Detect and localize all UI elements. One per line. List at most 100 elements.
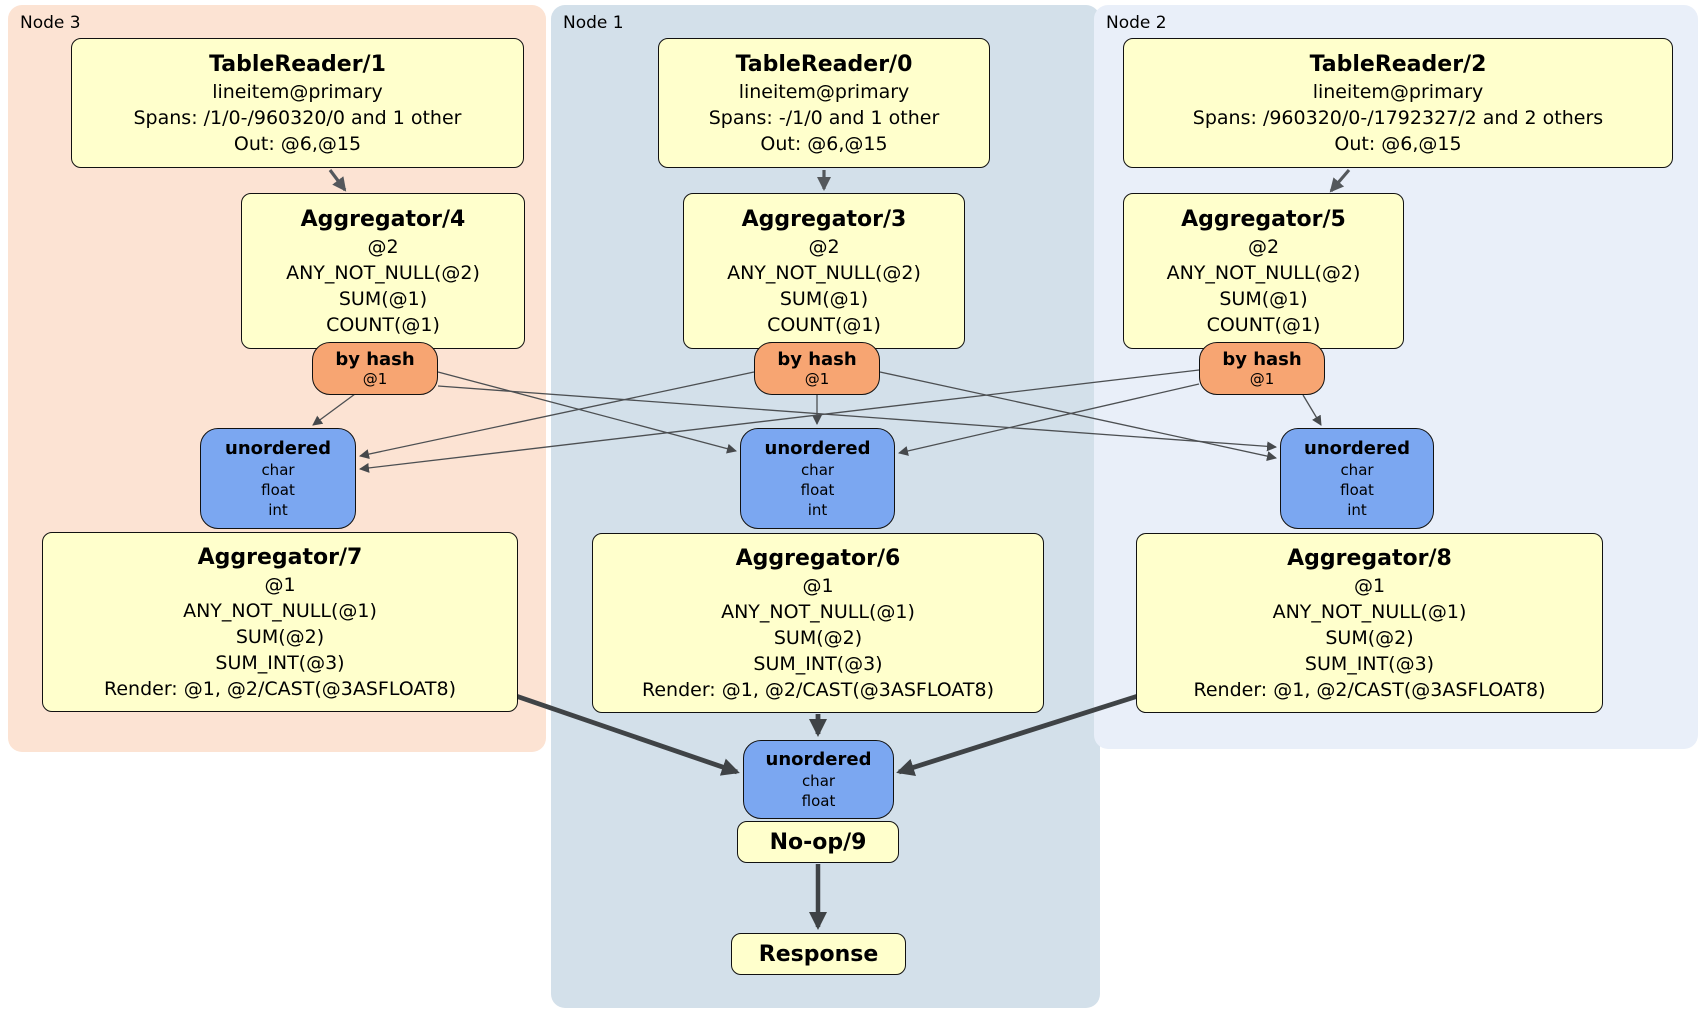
processor-tablereader-1: TableReader/1 lineitem@primary Spans: /1… <box>71 38 524 168</box>
agg-fn: SUM_INT(@3) <box>753 652 883 675</box>
node2-label: Node 2 <box>1106 13 1167 33</box>
agg-fn: COUNT(@1) <box>767 313 881 336</box>
agg-fn: SUM(@2) <box>773 626 863 649</box>
processor-out: Out: @6,@15 <box>1334 132 1462 155</box>
agg-render: Render: @1, @2/CAST(@3ASFLOAT8) <box>104 677 456 700</box>
processor-title: Aggregator/5 <box>1181 206 1346 232</box>
edge-hash5-un2 <box>1302 394 1322 426</box>
processor-title: TableReader/1 <box>209 51 386 77</box>
processor-aggregator-8: Aggregator/8 @1 ANY_NOT_NULL(@1) SUM(@2)… <box>1136 533 1603 713</box>
agg-fn: COUNT(@1) <box>1206 313 1321 336</box>
router-key: @1 <box>362 370 388 388</box>
agg-fn: ANY_NOT_NULL(@1) <box>1272 600 1467 623</box>
agg-fn: ANY_NOT_NULL(@2) <box>1166 261 1361 284</box>
edge-hash5-un1 <box>898 383 1200 456</box>
edge-hash4-un3 <box>312 393 356 426</box>
sync-col-type: int <box>268 501 288 519</box>
unordered-sync-merge: unordered char float <box>743 740 894 819</box>
agg-fn: COUNT(@1) <box>326 313 440 336</box>
router-type: by hash <box>777 349 857 370</box>
router-key: @1 <box>1249 370 1275 388</box>
processor-aggregator-6: Aggregator/6 @1 ANY_NOT_NULL(@1) SUM(@2)… <box>592 533 1044 713</box>
processor-spans: Spans: -/1/0 and 1 other <box>708 106 940 129</box>
agg-group-cols: @2 <box>367 235 399 258</box>
edge-hash4-un2 <box>437 385 1277 452</box>
processor-out: Out: @6,@15 <box>760 132 888 155</box>
agg-render: Render: @1, @2/CAST(@3ASFLOAT8) <box>642 678 994 701</box>
agg-render: Render: @1, @2/CAST(@3ASFLOAT8) <box>1193 678 1546 701</box>
processor-aggregator-3: Aggregator/3 @2 ANY_NOT_NULL(@2) SUM(@1)… <box>683 193 965 349</box>
processor-tablereader-2: TableReader/2 lineitem@primary Spans: /9… <box>1123 38 1673 168</box>
agg-fn: SUM_INT(@3) <box>1304 652 1435 675</box>
sync-col-type: float <box>1340 481 1374 499</box>
unordered-sync-node1: unordered char float int <box>740 428 895 529</box>
sync-type: unordered <box>1304 438 1410 459</box>
router-key: @1 <box>804 370 830 388</box>
processor-spans: Spans: /960320/0-/1792327/2 and 2 others <box>1192 106 1604 129</box>
processor-title: Response <box>758 941 879 967</box>
edge-tr1-agg4 <box>328 169 347 192</box>
edge-agg7-unmerge <box>515 693 740 776</box>
sync-type: unordered <box>764 438 871 459</box>
sync-col-type: float <box>801 792 836 810</box>
processor-noop-9: No-op/9 <box>737 821 899 863</box>
agg-fn: SUM(@1) <box>338 287 428 310</box>
processor-title: TableReader/2 <box>1309 51 1487 77</box>
processor-index: lineitem@primary <box>1312 80 1484 103</box>
response-box: Response <box>731 933 906 975</box>
sync-col-type: int <box>807 501 828 519</box>
agg-fn: SUM_INT(@3) <box>215 651 345 674</box>
agg-fn: SUM(@2) <box>1325 626 1414 649</box>
processor-tablereader-0: TableReader/0 lineitem@primary Spans: -/… <box>658 38 990 168</box>
agg-fn: SUM(@1) <box>779 287 869 310</box>
agg-group-cols: @1 <box>802 574 834 597</box>
router-type: by hash <box>335 349 415 370</box>
agg-fn: SUM(@2) <box>235 625 325 648</box>
processor-title: Aggregator/8 <box>1287 545 1452 571</box>
processor-spans: Spans: /1/0-/960320/0 and 1 other <box>133 106 462 129</box>
sync-type: unordered <box>225 438 331 459</box>
processor-title: TableReader/0 <box>735 51 913 77</box>
agg-fn: ANY_NOT_NULL(@1) <box>721 600 915 623</box>
processor-title: No-op/9 <box>769 829 867 855</box>
processor-aggregator-7: Aggregator/7 @1 ANY_NOT_NULL(@1) SUM(@2)… <box>42 532 518 712</box>
processor-title: Aggregator/6 <box>735 545 901 571</box>
sync-col-type: char <box>261 461 295 479</box>
processor-out: Out: @6,@15 <box>233 132 362 155</box>
hash-router-agg5: by hash @1 <box>1199 342 1325 395</box>
unordered-sync-node3: unordered char float int <box>200 428 356 529</box>
agg-group-cols: @2 <box>808 235 840 258</box>
hash-router-agg3: by hash @1 <box>754 342 880 395</box>
processor-title: Aggregator/3 <box>741 206 907 232</box>
sync-col-type: char <box>801 772 836 790</box>
node3-label: Node 3 <box>20 13 81 33</box>
agg-fn: ANY_NOT_NULL(@2) <box>286 261 480 284</box>
processor-index: lineitem@primary <box>212 80 383 103</box>
edge-hash3-un3 <box>359 371 755 460</box>
sync-col-type: float <box>261 481 295 499</box>
processor-aggregator-5: Aggregator/5 @2 ANY_NOT_NULL(@2) SUM(@1)… <box>1123 193 1404 349</box>
sync-type: unordered <box>765 749 872 770</box>
sync-col-type: float <box>800 481 835 499</box>
agg-fn: ANY_NOT_NULL(@2) <box>727 261 921 284</box>
agg-group-cols: @1 <box>264 573 296 596</box>
sync-col-type: char <box>1340 461 1374 479</box>
agg-group-cols: @1 <box>1353 574 1386 597</box>
agg-fn: ANY_NOT_NULL(@1) <box>183 599 377 622</box>
processor-title: Aggregator/4 <box>300 206 466 232</box>
edge-hash3-un2 <box>879 371 1277 461</box>
router-type: by hash <box>1222 349 1302 370</box>
processor-aggregator-4: Aggregator/4 @2 ANY_NOT_NULL(@2) SUM(@1)… <box>241 193 525 349</box>
edge-agg8-unmerge <box>896 693 1139 777</box>
agg-group-cols: @2 <box>1247 235 1280 258</box>
sync-col-type: char <box>800 461 835 479</box>
agg-fn: SUM(@1) <box>1219 287 1308 310</box>
node1-label: Node 1 <box>563 13 624 33</box>
edge-hash4-un1 <box>437 371 737 454</box>
processor-title: Aggregator/7 <box>197 544 363 570</box>
hash-router-agg4: by hash @1 <box>312 342 438 395</box>
sync-col-type: int <box>1347 501 1367 519</box>
processor-index: lineitem@primary <box>738 80 910 103</box>
